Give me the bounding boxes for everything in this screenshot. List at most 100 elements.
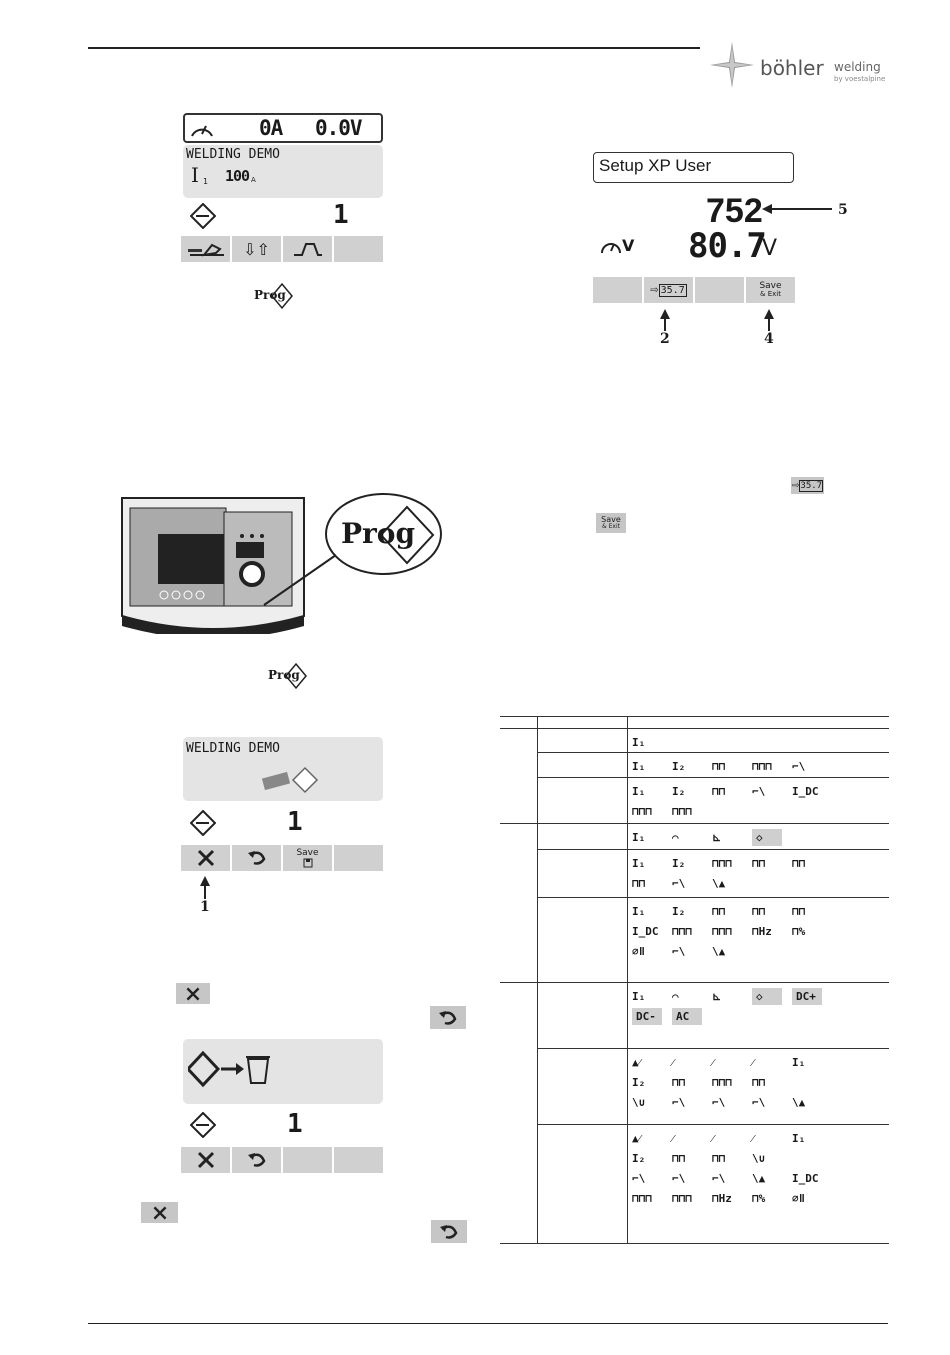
param-I1-icon: I₁ xyxy=(632,830,646,844)
setup-softkeys: ⇨35.7 Save & Exit xyxy=(593,277,796,303)
param-arc-icon: ⌒ xyxy=(672,989,679,1003)
screen2-softkeys: Save xyxy=(181,845,384,871)
screen1-param-value: 100 xyxy=(225,167,250,185)
param-DC-icon: DC+ xyxy=(792,987,822,1005)
brand-tagline: by voestalpine xyxy=(834,75,886,83)
param-end-icon: \▲ xyxy=(792,1095,806,1109)
param--icon: ⊓% xyxy=(792,924,806,938)
param-Hz-icon: ⊓Hz xyxy=(712,1191,732,1205)
screen3-empty-softkey-1[interactable] xyxy=(283,1147,332,1173)
prog-icon-2: Prog xyxy=(268,662,308,690)
param-I2-icon: I₂ xyxy=(632,1151,646,1165)
param-Idc-icon: I_DC xyxy=(792,784,819,798)
param-Idc-icon: I_DC xyxy=(632,924,659,938)
trigger-mode-softkey[interactable]: ⇩⇧ xyxy=(232,236,281,262)
screen1-softkeys: ⇩⇧ xyxy=(181,236,384,262)
param-up-icon: ⁄ xyxy=(752,1131,754,1145)
weld-mode-softkey[interactable] xyxy=(181,236,230,262)
param-I1-icon: I₁ xyxy=(632,989,646,1003)
param-step-icon: ⊾ xyxy=(712,830,722,844)
setup-volts-unit: V xyxy=(762,236,778,261)
screen3-back-softkey[interactable] xyxy=(232,1147,281,1173)
param-end-icon: \▲ xyxy=(712,944,726,958)
param-pre-icon: ▲⁄ xyxy=(632,1131,641,1145)
zoom-pointer-icon xyxy=(263,554,337,606)
delete-x-icon xyxy=(197,849,214,867)
param-slopedown-icon: ⌐\ xyxy=(632,1171,646,1185)
setup-title-box: Setup XP User xyxy=(593,152,794,183)
screen1-job-number: 1 xyxy=(333,200,349,230)
param-pulsef-icon: ⊓⊓⊓ xyxy=(712,1075,732,1089)
param-slopedown-icon: ⌐\ xyxy=(672,876,686,890)
screen1-param-unit: A xyxy=(251,176,256,184)
save-softkey[interactable]: Save xyxy=(283,845,332,871)
param-table-top-rule xyxy=(500,716,889,717)
param-slope-icon: ⌐\ xyxy=(712,1171,726,1185)
inline-save-line1: Save xyxy=(601,515,621,524)
param-I1-icon: I₁ xyxy=(792,1131,806,1145)
param-pulsea-icon: ⊓⊓ xyxy=(632,876,646,890)
callout-5: 5 xyxy=(838,202,848,218)
prog-label-2: Prog xyxy=(268,668,300,682)
delete-softkey[interactable] xyxy=(181,845,230,871)
back-arrow-icon-3 xyxy=(247,1153,265,1167)
setup-softkey-3[interactable] xyxy=(695,277,744,303)
prog-diamond-icon xyxy=(379,505,435,565)
screen1-title: WELDING DEMO xyxy=(186,147,280,162)
screen3-empty-softkey-2[interactable] xyxy=(334,1147,383,1173)
param-step-icon: ⊾ xyxy=(712,989,722,1003)
screen1-display: WELDING DEMO I 1 100 A xyxy=(183,145,383,198)
table-icon-cell: I₁⌒⊾◇DC+DC-AC xyxy=(632,986,886,1026)
param-tfreq-icon: ⊓⊓⊓ xyxy=(672,804,692,818)
inline-back-icon-2 xyxy=(431,1220,467,1243)
job-diamond-icon-2 xyxy=(190,810,216,836)
setup-softkey-1[interactable] xyxy=(593,277,642,303)
param-upa-icon: ⁄ xyxy=(672,1131,674,1145)
param-I2-icon: I₂ xyxy=(672,784,686,798)
inline-back-icon xyxy=(430,1006,466,1029)
param-pulsehb-icon: ⊓⊓ xyxy=(792,856,806,870)
setup-key2-value: 35.7 xyxy=(658,283,687,297)
param-I2-icon: I₂ xyxy=(632,1075,646,1089)
brand-name-2: welding xyxy=(834,60,881,74)
param--icon: ⊓% xyxy=(752,1191,766,1205)
param-I1-icon: I₁ xyxy=(632,856,646,870)
param-freq-icon: ⊓⊓⊓ xyxy=(632,1191,652,1205)
delete-x-icon-3 xyxy=(197,1151,214,1169)
param-freq-icon: ⊓⊓⊓ xyxy=(632,804,652,818)
param-slopea-icon: ⌐\ xyxy=(712,1095,726,1109)
param-Idc-icon: I_DC xyxy=(792,1171,819,1185)
empty-softkey[interactable] xyxy=(334,236,383,262)
screen2-title: WELDING DEMO xyxy=(186,741,280,756)
prog-zoom-label: Prog xyxy=(341,517,416,550)
arrow-5 xyxy=(766,208,832,210)
screen2-empty-softkey[interactable] xyxy=(334,845,383,871)
param-I2-icon: I₂ xyxy=(672,856,686,870)
weld-mode-icon xyxy=(187,243,224,257)
setup-softkey-2[interactable]: ⇨35.7 xyxy=(644,277,693,303)
delete-to-trash-icon xyxy=(188,1050,270,1088)
setup-softkey-save-exit[interactable]: Save & Exit xyxy=(746,277,795,303)
pulse-softkey[interactable] xyxy=(283,236,332,262)
setup-volts-value: 80.7 xyxy=(688,226,767,266)
param-tfreq-icon: ⊓⊓⊓ xyxy=(712,924,732,938)
job-diamond-icon xyxy=(190,203,216,229)
param-pre-icon: ▲⁄ xyxy=(632,1055,641,1069)
back-arrow-icon xyxy=(247,851,265,865)
back-softkey[interactable] xyxy=(232,845,281,871)
screen3-display xyxy=(183,1039,383,1104)
inline-delete-icon-2 xyxy=(141,1202,178,1223)
param-pulsea-icon: ⊓⊓ xyxy=(712,1151,726,1165)
param-balance-icon: ⌀ǁ xyxy=(792,1191,806,1205)
screen3-delete-softkey[interactable] xyxy=(181,1147,230,1173)
param-pulseh-icon: ⊓⊓ xyxy=(672,1075,686,1089)
param-pulseb-icon: ⊓⊓ xyxy=(752,904,766,918)
screen1-meter-bar: 0A 0.0V xyxy=(183,113,383,143)
